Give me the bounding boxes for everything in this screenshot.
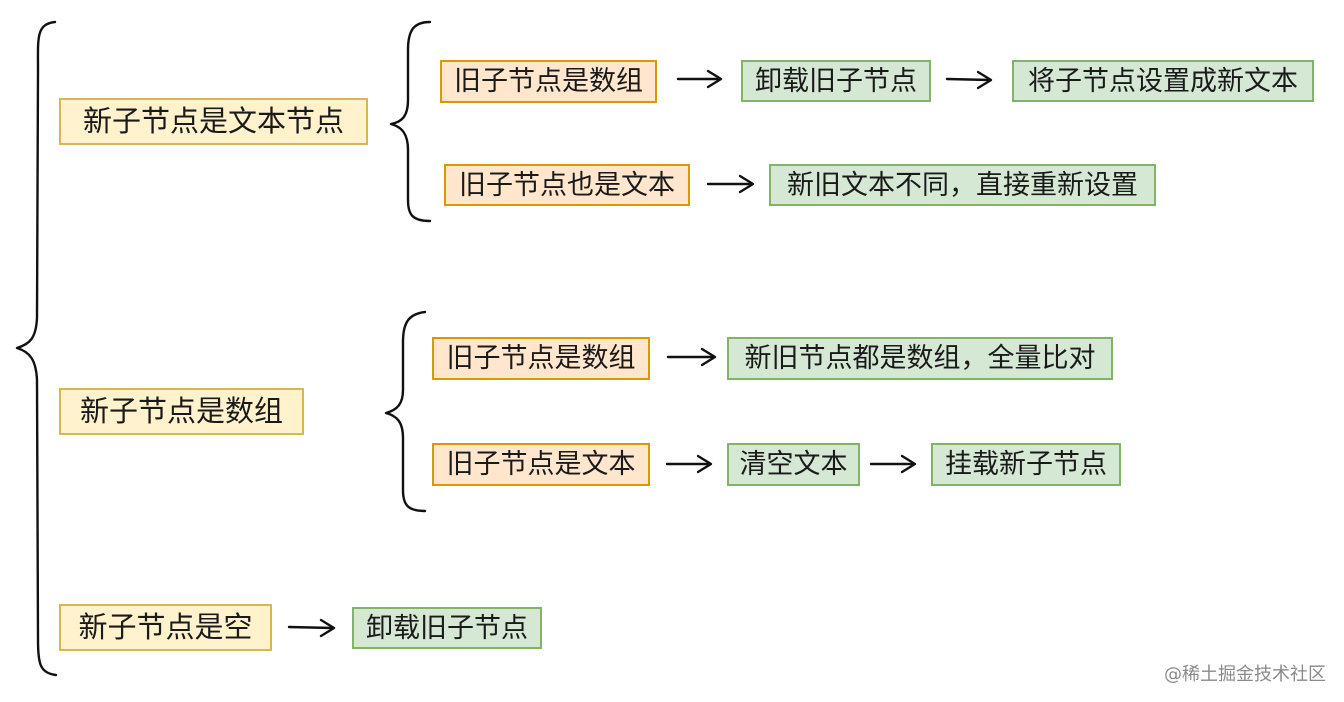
node-array-old-array: 旧子节点是数组 xyxy=(432,337,650,380)
node-empty-unmount-old: 卸载旧子节点 xyxy=(352,607,542,649)
arrow-6 xyxy=(869,454,917,474)
node-array-mount-new: 挂载新子节点 xyxy=(931,443,1121,486)
main-brace xyxy=(15,20,58,677)
brace-array-group xyxy=(384,310,427,513)
arrow-7 xyxy=(287,618,336,638)
arrow-3 xyxy=(706,174,755,194)
arrow-5 xyxy=(665,454,713,474)
node-new-children-array: 新子节点是数组 xyxy=(59,388,304,435)
node-array-old-text: 旧子节点是文本 xyxy=(432,443,650,486)
arrow-2 xyxy=(945,70,993,90)
node-new-children-text: 新子节点是文本节点 xyxy=(59,98,368,145)
node-text-set-new-text: 将子节点设置成新文本 xyxy=(1012,60,1314,102)
node-text-reset: 新旧文本不同，直接重新设置 xyxy=(769,164,1156,206)
arrow-4 xyxy=(666,347,717,367)
node-array-full-diff: 新旧节点都是数组，全量比对 xyxy=(727,337,1113,380)
node-new-children-empty: 新子节点是空 xyxy=(59,604,272,651)
watermark: @稀土掘金技术社区 xyxy=(1164,664,1326,685)
node-text-old-text: 旧子节点也是文本 xyxy=(444,164,690,206)
node-array-clear-text: 清空文本 xyxy=(727,443,860,486)
brace-text-group xyxy=(389,20,432,223)
node-text-unmount-old: 卸载旧子节点 xyxy=(741,60,931,102)
arrow-1 xyxy=(676,69,723,89)
node-text-old-array: 旧子节点是数组 xyxy=(440,60,657,103)
